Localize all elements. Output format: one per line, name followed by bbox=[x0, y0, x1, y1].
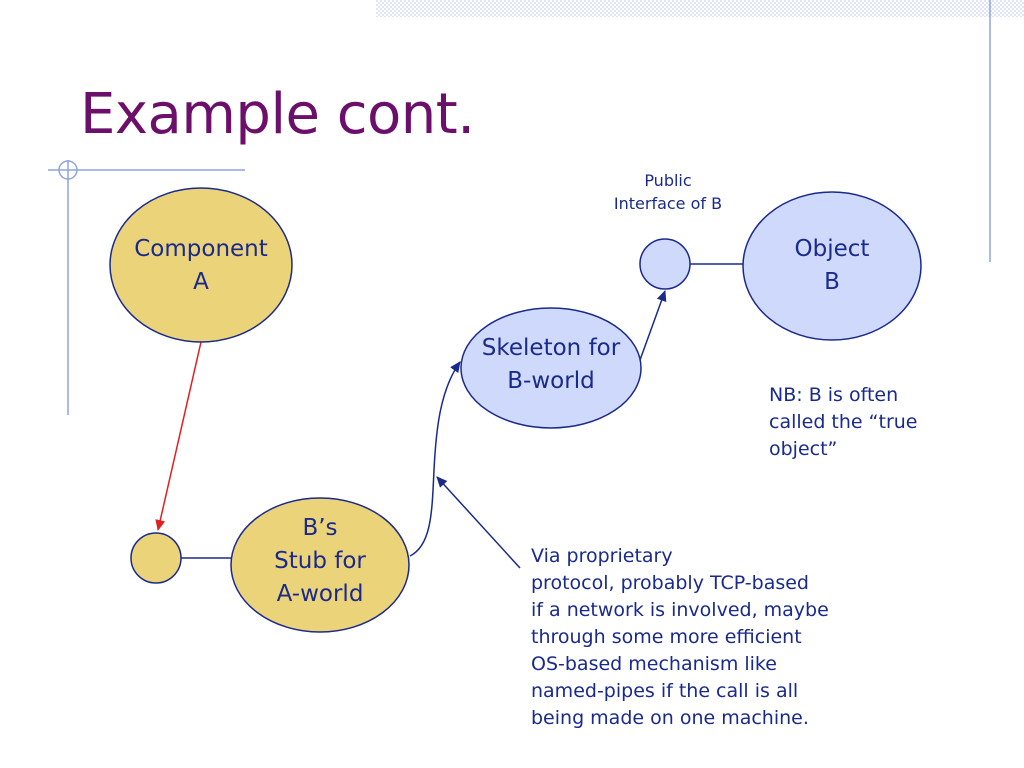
nb-note-line: called the “true bbox=[769, 411, 918, 433]
object-b-node bbox=[742, 191, 922, 341]
protocol-note-line: if a network is involved, maybe bbox=[531, 599, 829, 621]
public-interface-label-line: Public bbox=[644, 171, 692, 190]
dotted-header-band bbox=[376, 0, 1024, 17]
object-b-label-line: B bbox=[824, 269, 840, 295]
nb-note: NB: B is often called the “true object” bbox=[769, 382, 918, 463]
skeleton-label: Skeleton for B-world bbox=[461, 332, 641, 398]
call-arrow bbox=[155, 341, 202, 531]
protocol-note-line: OS-based mechanism like bbox=[531, 653, 777, 675]
annotation-pointer-arrow bbox=[436, 476, 521, 569]
public-interface-circle bbox=[639, 238, 691, 290]
stub-label: B’s Stub for A-world bbox=[231, 512, 409, 611]
skeleton-node bbox=[460, 307, 642, 429]
stub-label-line: A-world bbox=[276, 581, 364, 607]
object-b-label-line: Object bbox=[794, 236, 870, 262]
object-b-label: Object B bbox=[743, 233, 921, 299]
stub-interface-circle bbox=[130, 532, 182, 584]
nb-note-line: NB: B is often bbox=[769, 384, 899, 406]
protocol-note-line: named-pipes if the call is all bbox=[531, 680, 799, 702]
protocol-curve bbox=[409, 361, 461, 557]
protocol-note-line: through some more efficient bbox=[531, 626, 802, 648]
component-a-node bbox=[109, 187, 293, 343]
skeleton-to-interface-arrow bbox=[639, 290, 667, 361]
protocol-note-line: being made on one machine. bbox=[531, 707, 809, 729]
slide-title: Example cont. bbox=[80, 82, 475, 147]
stub-node bbox=[230, 497, 410, 633]
protocol-note-line: protocol, probably TCP-based bbox=[531, 572, 809, 594]
public-interface-label: Public Interface of B bbox=[588, 169, 748, 215]
component-a-label: Component A bbox=[111, 233, 291, 299]
component-a-label-line: A bbox=[193, 269, 209, 295]
protocol-note: Via proprietary protocol, probably TCP-b… bbox=[531, 543, 829, 732]
nb-note-line: object” bbox=[769, 438, 838, 460]
skeleton-label-line: Skeleton for bbox=[481, 335, 621, 361]
stub-label-line: B’s bbox=[302, 515, 338, 541]
crosshair-ring bbox=[58, 160, 78, 180]
skeleton-label-line: B-world bbox=[507, 368, 595, 394]
stub-label-line: Stub for bbox=[274, 548, 366, 574]
public-interface-label-line: Interface of B bbox=[613, 194, 723, 213]
protocol-note-line: Via proprietary bbox=[531, 545, 673, 567]
component-a-label-line: Component bbox=[134, 236, 268, 262]
